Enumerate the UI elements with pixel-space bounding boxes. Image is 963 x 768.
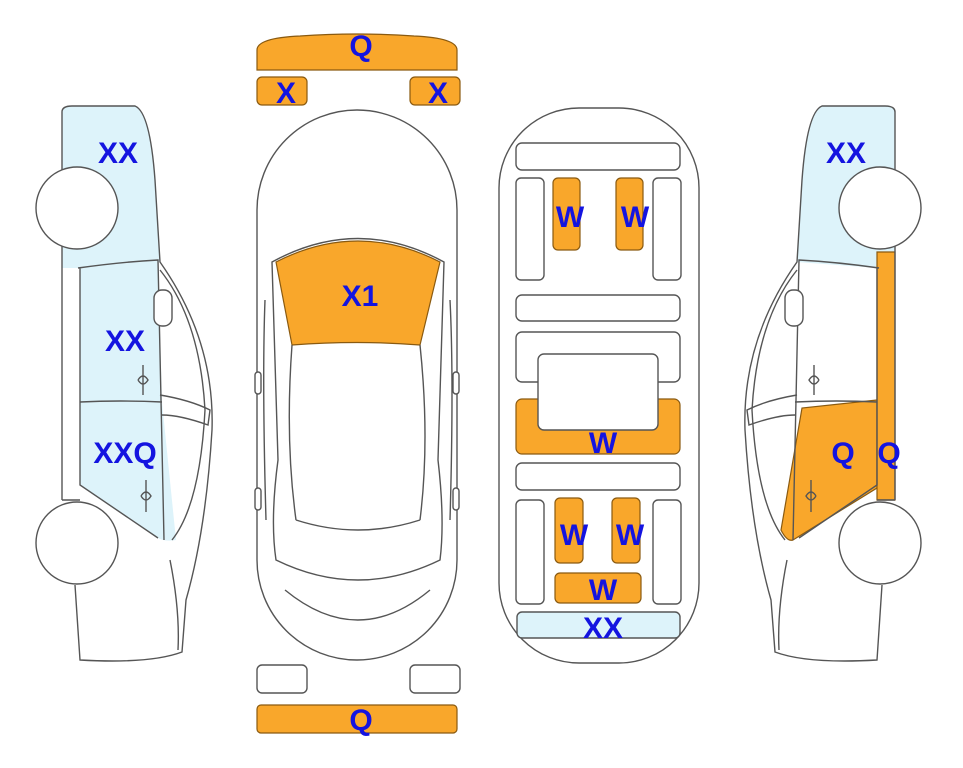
left-front-door-label: XX xyxy=(105,325,145,358)
underbody-rear-right-label: W xyxy=(616,519,645,552)
right-door-label: Q xyxy=(831,437,854,470)
rear-bumper-label: Q xyxy=(349,704,372,737)
underbody-rear-panel-label: XX xyxy=(583,612,623,645)
underbody-middle-label: W xyxy=(589,427,618,460)
underbody-rear-left[interactable] xyxy=(554,497,584,564)
rear-left-light[interactable] xyxy=(256,664,308,694)
underbody-front-right[interactable] xyxy=(615,177,644,251)
underbody-rear-left-label: W xyxy=(560,519,589,552)
right-pillar-label: Q xyxy=(877,437,900,470)
top-view: Q X X X1 Q xyxy=(254,30,461,737)
rear-right-light[interactable] xyxy=(409,664,461,694)
left-front-wheel xyxy=(35,501,119,585)
front-right-light[interactable] xyxy=(409,76,461,106)
underbody-rear-right[interactable] xyxy=(611,497,641,564)
underbody-rear-panel[interactable] xyxy=(516,611,681,639)
left-rear-door-label: XXQ xyxy=(93,437,156,470)
front-right-light-label: X xyxy=(428,77,448,110)
underbody-rear-bar[interactable] xyxy=(554,572,642,604)
underbody-front-right-label: W xyxy=(621,201,650,234)
underbody-front-left[interactable] xyxy=(552,177,581,251)
left-side-view: XX XX XXQ xyxy=(35,105,213,662)
underbody-rear-bar-label: W xyxy=(589,574,618,607)
underbody-front-left-label: W xyxy=(556,201,585,234)
rear-bumper[interactable] xyxy=(256,704,458,734)
front-bumper-label: Q xyxy=(349,30,372,63)
left-rear-door[interactable] xyxy=(80,402,176,541)
windshield-label: X1 xyxy=(342,280,379,313)
underbody-view: W W W W W W XX xyxy=(498,107,700,664)
left-upper-label: XX xyxy=(98,137,138,170)
left-front-door[interactable] xyxy=(80,260,162,402)
front-bumper[interactable] xyxy=(256,33,458,71)
right-front-door[interactable] xyxy=(780,399,878,541)
windshield[interactable] xyxy=(275,240,441,346)
right-side-view: XX Q Q xyxy=(744,105,922,662)
left-rear-wheel xyxy=(35,166,119,250)
right-upper-label: XX xyxy=(826,137,866,170)
front-left-light-label: X xyxy=(276,77,296,110)
front-left-light[interactable] xyxy=(256,76,308,106)
